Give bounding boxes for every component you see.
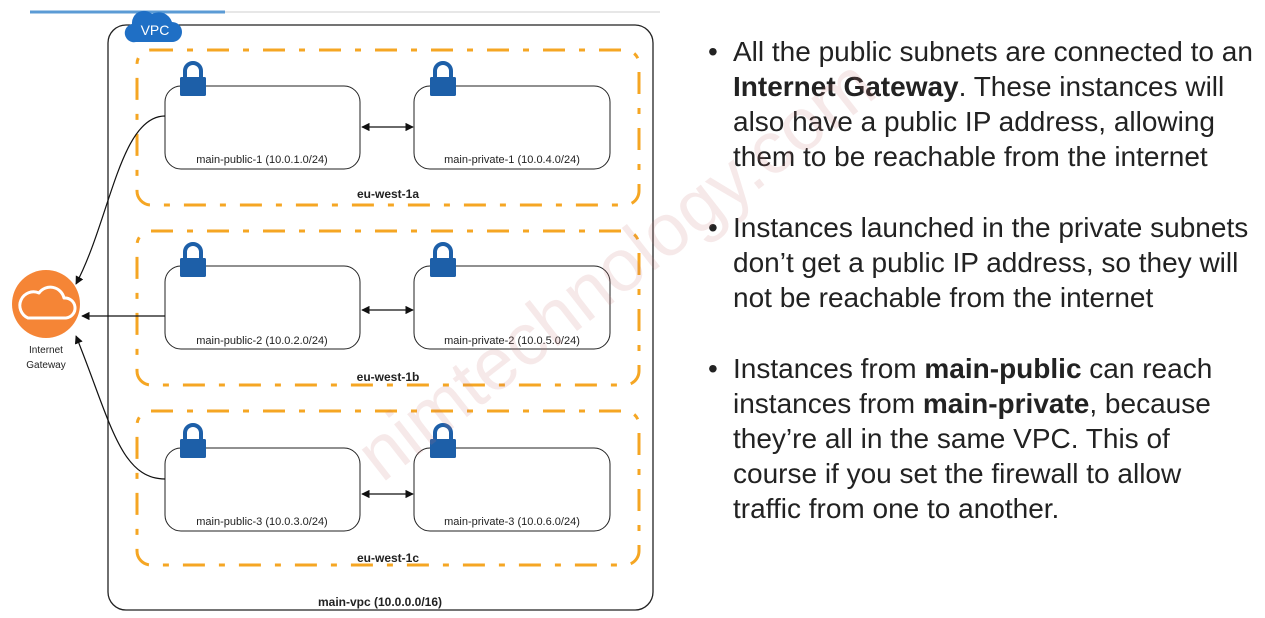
private-subnet-box (413, 447, 611, 532)
public-subnet-label: main-public-2 (10.0.2.0/24) (196, 335, 327, 347)
private-subnet-label: main-private-3 (10.0.6.0/24) (444, 516, 580, 528)
gateway-connection-arrow (74, 335, 166, 480)
gateway-label-line1: Internet (29, 345, 63, 356)
az-border (135, 48, 641, 207)
explanation-text: . These instances will also have a publi… (733, 71, 1225, 172)
lock-icon (428, 242, 458, 279)
explanation-item: Instances launched in the private subnet… (704, 210, 1256, 315)
vpc-badge: VPC (124, 10, 182, 43)
explanation-emphasis: main-public (924, 353, 1082, 384)
vpc-label: main-vpc (10.0.0.0/16) (318, 595, 442, 609)
explanation-text: Instances from (733, 353, 925, 384)
explanation-emphasis: Internet Gateway (733, 71, 959, 102)
explanation-text: can reach instances from (733, 353, 1213, 419)
explanation-emphasis: main-private (922, 388, 1090, 419)
az-label: eu-west-1c (357, 551, 419, 565)
lock-icon (428, 61, 458, 98)
cloud-icon (18, 285, 77, 320)
vpc-badge-label: VPC (141, 22, 170, 38)
availability-zone: eu-west-1b main-public-2 (10.0.2.0/24) m… (135, 229, 641, 387)
lock-icon (178, 242, 208, 279)
private-subnet-box (413, 85, 611, 170)
az-border (135, 229, 641, 387)
explanation-list: All the public subnets are connected to … (704, 34, 1256, 562)
vpc-container (107, 24, 654, 611)
gateway-label-line2: Gateway (26, 360, 65, 371)
az-label: eu-west-1b (357, 370, 420, 384)
gateway-connection-arrow (75, 115, 166, 285)
explanation-text: Instances launched in the private subnet… (733, 212, 1249, 313)
availability-zone: eu-west-1a main-public-1 (10.0.1.0/24) m… (135, 48, 641, 207)
private-subnet-box (413, 265, 611, 350)
public-subnet-box (164, 85, 361, 170)
private-subnet-label: main-private-2 (10.0.5.0/24) (444, 335, 580, 347)
lock-icon (178, 61, 208, 98)
explanation-text: All the public subnets are connected to … (733, 36, 1253, 67)
public-subnet-box (164, 447, 361, 532)
lock-icon (178, 423, 208, 460)
availability-zone: eu-west-1c main-public-3 (10.0.3.0/24) m… (135, 409, 641, 567)
vpc-network-diagram: main-vpc (10.0.0.0/16) VPC eu-west-1a ma… (12, 10, 660, 611)
internet-gateway: Internet Gateway (12, 270, 80, 371)
public-subnet-label: main-public-3 (10.0.3.0/24) (196, 516, 327, 528)
gateway-circle (12, 270, 80, 338)
private-subnet-label: main-private-1 (10.0.4.0/24) (444, 154, 580, 166)
public-subnet-box (164, 265, 361, 350)
cloud-icon (124, 10, 182, 43)
explanation-item: All the public subnets are connected to … (704, 34, 1256, 174)
explanation-text: , because they’re all in the same VPC. T… (733, 388, 1211, 524)
az-label: eu-west-1a (357, 187, 419, 201)
explanation-item: Instances from main-public can reach ins… (704, 351, 1256, 526)
lock-icon (428, 423, 458, 460)
public-subnet-label: main-public-1 (10.0.1.0/24) (196, 154, 327, 166)
az-border (135, 409, 641, 567)
